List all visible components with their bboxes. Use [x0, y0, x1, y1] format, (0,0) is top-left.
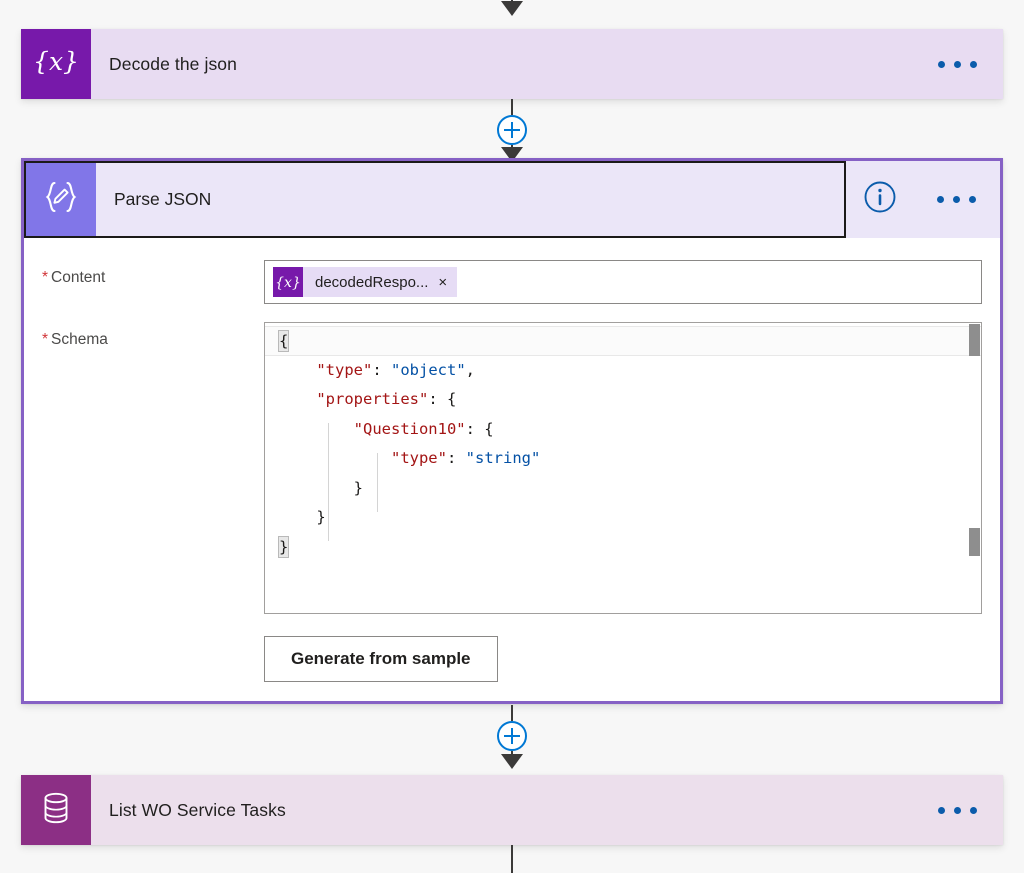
info-button[interactable] [862, 180, 898, 219]
code-token: "object" [391, 360, 466, 379]
code-line: "type": "object", [265, 356, 981, 386]
code-line: } [265, 474, 981, 504]
schema-field-row: *Schema { "type": "object", "properties"… [42, 322, 982, 682]
schema-field-control: { "type": "object", "properties": { "Que… [264, 322, 982, 682]
step-title: Parse JSON [114, 189, 212, 209]
expression-braces-x-icon: {x} [273, 267, 303, 297]
info-circle-icon [863, 180, 897, 219]
step-title: Decode the json [109, 53, 237, 74]
connector-line [511, 845, 513, 873]
content-label-text: Content [51, 269, 106, 286]
connector-line [511, 0, 513, 2]
parse-json-header[interactable]: Parse JSON [24, 161, 1000, 238]
required-marker: * [42, 331, 49, 348]
flow-step-decode-the-json[interactable]: {x} Decode the json [21, 29, 1003, 99]
connector-line [511, 705, 513, 721]
ellipsis-icon [937, 806, 977, 814]
insert-step-button[interactable] [497, 721, 527, 751]
code-line: "properties": { [265, 385, 981, 415]
step-icon-container [21, 775, 91, 845]
code-token: { [277, 330, 290, 352]
insert-step-button[interactable] [497, 115, 527, 145]
parse-json-header-actions [846, 161, 984, 238]
step-menu-button[interactable] [928, 196, 984, 203]
indent-guide [377, 453, 378, 512]
code-token: "string" [465, 449, 541, 467]
content-input[interactable]: {x} decodedRespo... × [264, 260, 982, 304]
editor-scrollbar[interactable] [967, 323, 981, 613]
database-icon [36, 788, 76, 833]
connector-line [511, 99, 513, 115]
code-indent [279, 420, 354, 438]
schema-field-label: *Schema [42, 322, 264, 349]
step-menu-button[interactable] [911, 29, 1003, 99]
code-token: "properties" [316, 390, 429, 408]
code-token: "Question10" [353, 419, 466, 438]
content-field-row: *Content {x} decodedRespo... × [42, 260, 982, 304]
generate-from-sample-button[interactable]: Generate from sample [264, 636, 498, 682]
schema-code-content[interactable]: { "type": "object", "properties": { "Que… [265, 323, 981, 613]
connector-top [0, 0, 1024, 16]
code-indent [279, 508, 316, 526]
code-token: : [372, 360, 391, 379]
parse-json-header-selected-region[interactable]: Parse JSON [24, 161, 846, 238]
connector-line [511, 145, 513, 148]
expression-braces-pencil-icon [39, 175, 83, 224]
code-token: } [316, 508, 326, 526]
code-indent [279, 449, 391, 467]
schema-label-text: Schema [51, 331, 108, 348]
dynamic-content-token[interactable]: {x} decodedRespo... × [273, 267, 458, 297]
arrow-head-icon [501, 754, 523, 769]
code-token: "type" [316, 360, 373, 379]
step-icon-container: {x} [21, 29, 91, 99]
step-title: List WO Service Tasks [109, 799, 286, 820]
content-field-label: *Content [42, 260, 264, 287]
token-label: decodedRespo... [315, 273, 429, 291]
schema-code-editor[interactable]: { "type": "object", "properties": { "Que… [264, 322, 982, 614]
code-indent [279, 390, 316, 408]
scrollbar-thumb[interactable] [969, 324, 980, 356]
code-line: } [265, 533, 981, 563]
step-menu-button[interactable] [911, 775, 1003, 845]
step-icon-container [26, 163, 96, 236]
code-line: "type": "string" [265, 444, 981, 474]
code-line: "Question10": { [265, 415, 981, 445]
connector-decode-to-parse [0, 99, 1024, 162]
code-indent [279, 479, 354, 497]
ellipsis-icon [936, 196, 976, 203]
indent-guide [328, 423, 329, 541]
content-field-control: {x} decodedRespo... × [264, 260, 982, 304]
connector-line [511, 751, 513, 755]
svg-text:{x}: {x} [35, 47, 77, 76]
code-token: } [277, 535, 290, 558]
code-token: : { [465, 419, 494, 438]
code-line: { [265, 326, 981, 356]
required-marker: * [42, 269, 49, 286]
code-token: } [353, 478, 363, 497]
flow-step-parse-json[interactable]: Parse JSON [21, 158, 1003, 704]
remove-token-icon[interactable]: × [438, 273, 448, 291]
code-token: "type" [390, 449, 447, 467]
code-line: } [265, 503, 981, 533]
overview-ruler-marker [969, 528, 980, 556]
ellipsis-icon [937, 60, 977, 68]
flow-step-list-wo-service-tasks[interactable]: List WO Service Tasks [21, 775, 1003, 845]
connector-parse-to-list [0, 705, 1024, 769]
code-token: : { [428, 390, 457, 408]
code-token: : [446, 449, 466, 467]
code-token: , [465, 360, 475, 379]
svg-text:{x}: {x} [276, 275, 300, 291]
connector-bottom [0, 845, 1024, 873]
arrow-head-icon [501, 1, 523, 16]
code-indent [279, 361, 316, 379]
expression-braces-x-icon: {x} [33, 41, 79, 88]
parse-json-form: *Content {x} decodedRespo... × [24, 238, 1000, 682]
